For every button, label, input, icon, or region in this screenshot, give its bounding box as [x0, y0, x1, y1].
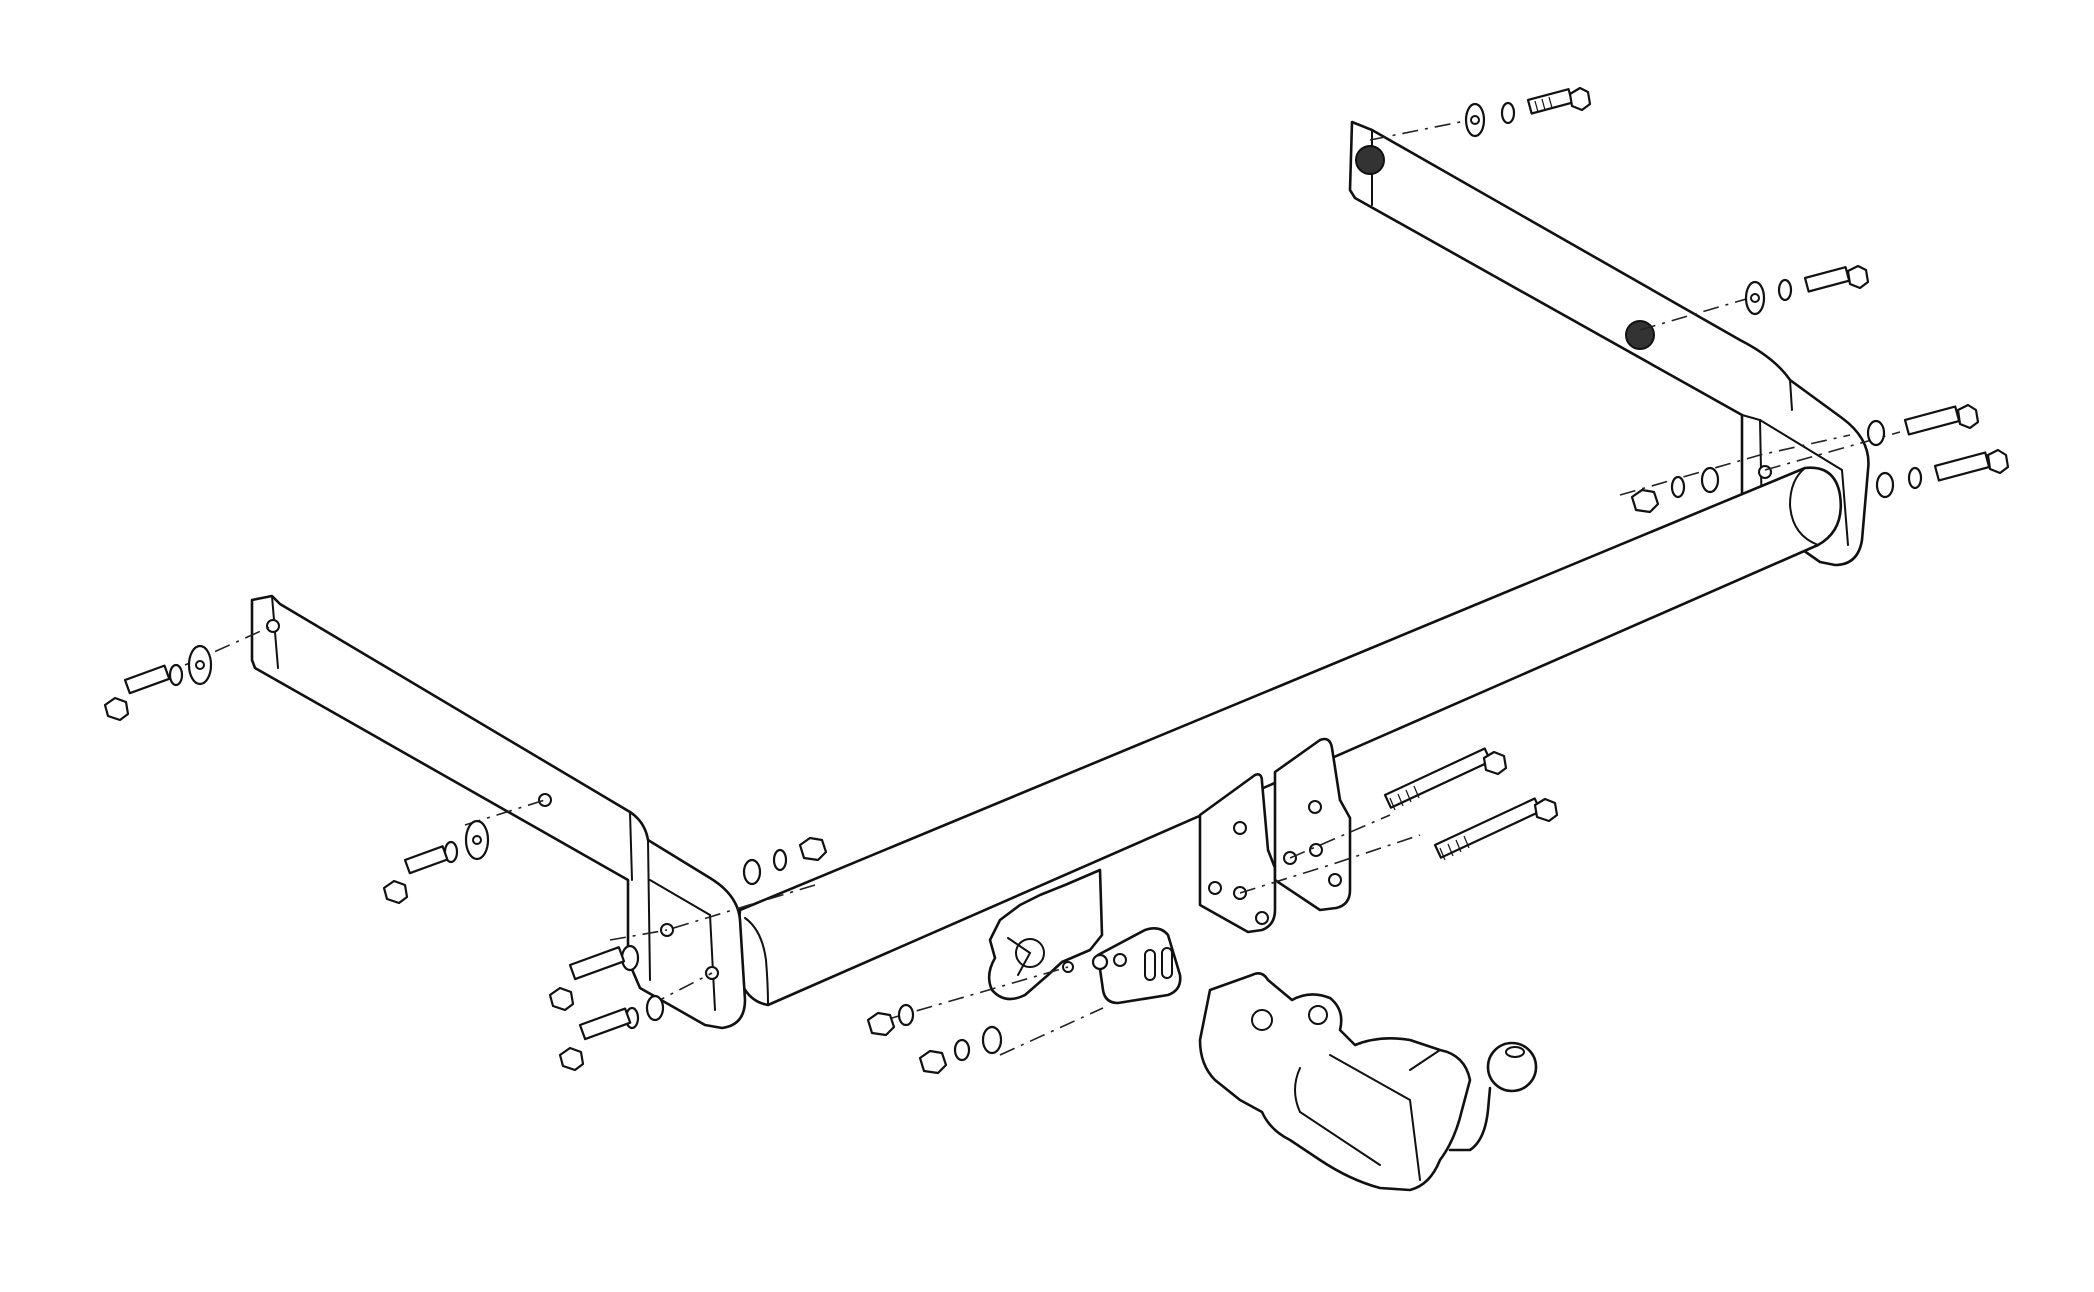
hardware-left	[103, 644, 828, 1072]
welded-nut-icon	[1355, 145, 1385, 175]
socket-plate	[987, 868, 1104, 1001]
washer-icon	[981, 1025, 1003, 1055]
welded-nut-icon	[1625, 320, 1655, 350]
washer-icon	[1866, 419, 1886, 447]
spring-washer-icon	[1500, 101, 1516, 125]
bolt-head-icon	[1956, 403, 1980, 430]
long-bolt-icon	[1433, 797, 1542, 859]
washer-icon	[1875, 471, 1895, 499]
spring-washer-icon	[168, 663, 184, 687]
bolt-head-icon	[1533, 797, 1559, 823]
spring-washer-icon	[897, 1003, 915, 1027]
bolt-head-icon	[1568, 86, 1592, 112]
bolt-icon	[1803, 266, 1851, 293]
bolt-head-icon	[558, 1046, 585, 1072]
hardware-right-top	[1464, 86, 2010, 514]
nut-icon	[1630, 488, 1660, 514]
bolt-head-icon	[382, 879, 409, 905]
tow-bar-crossbeam	[734, 466, 1843, 1007]
tow-ball-icon	[1486, 1041, 1538, 1093]
washer-icon	[645, 994, 665, 1022]
bolt-head-icon	[1846, 264, 1870, 290]
nut-icon	[798, 836, 828, 862]
long-bolt-icon	[1383, 747, 1492, 809]
center-mounting-plate	[1198, 737, 1352, 934]
bolt-icon	[1903, 405, 1961, 436]
nut-icon	[866, 1011, 896, 1037]
nut-icon	[918, 1049, 948, 1075]
washer-icon	[742, 858, 762, 886]
left-side-bracket	[250, 594, 747, 1030]
bolt-head-icon	[1482, 750, 1508, 776]
bolt-icon	[403, 845, 449, 875]
bolt-icon	[578, 1007, 632, 1041]
bolt-icon	[568, 946, 626, 981]
bolt-head-icon	[548, 986, 575, 1012]
hardware-center	[866, 747, 1559, 1075]
spring-washer-icon	[1777, 278, 1793, 302]
bolt-head-icon	[1986, 448, 2010, 475]
bolt-icon	[123, 664, 171, 695]
spring-washer-icon	[1907, 466, 1923, 490]
washer-icon	[1700, 466, 1720, 494]
slotted-bracket	[1096, 927, 1182, 1005]
spring-washer-icon	[1670, 475, 1686, 499]
bolt-icon	[1933, 451, 1991, 482]
spring-washer-icon	[772, 848, 788, 872]
bolt-head-icon	[103, 696, 130, 722]
tow-ball-neck	[1198, 972, 1538, 1192]
right-side-bracket	[1348, 120, 1870, 567]
nut-icon	[1091, 953, 1109, 971]
spring-washer-icon	[953, 1038, 971, 1062]
washer-icon	[620, 944, 640, 972]
